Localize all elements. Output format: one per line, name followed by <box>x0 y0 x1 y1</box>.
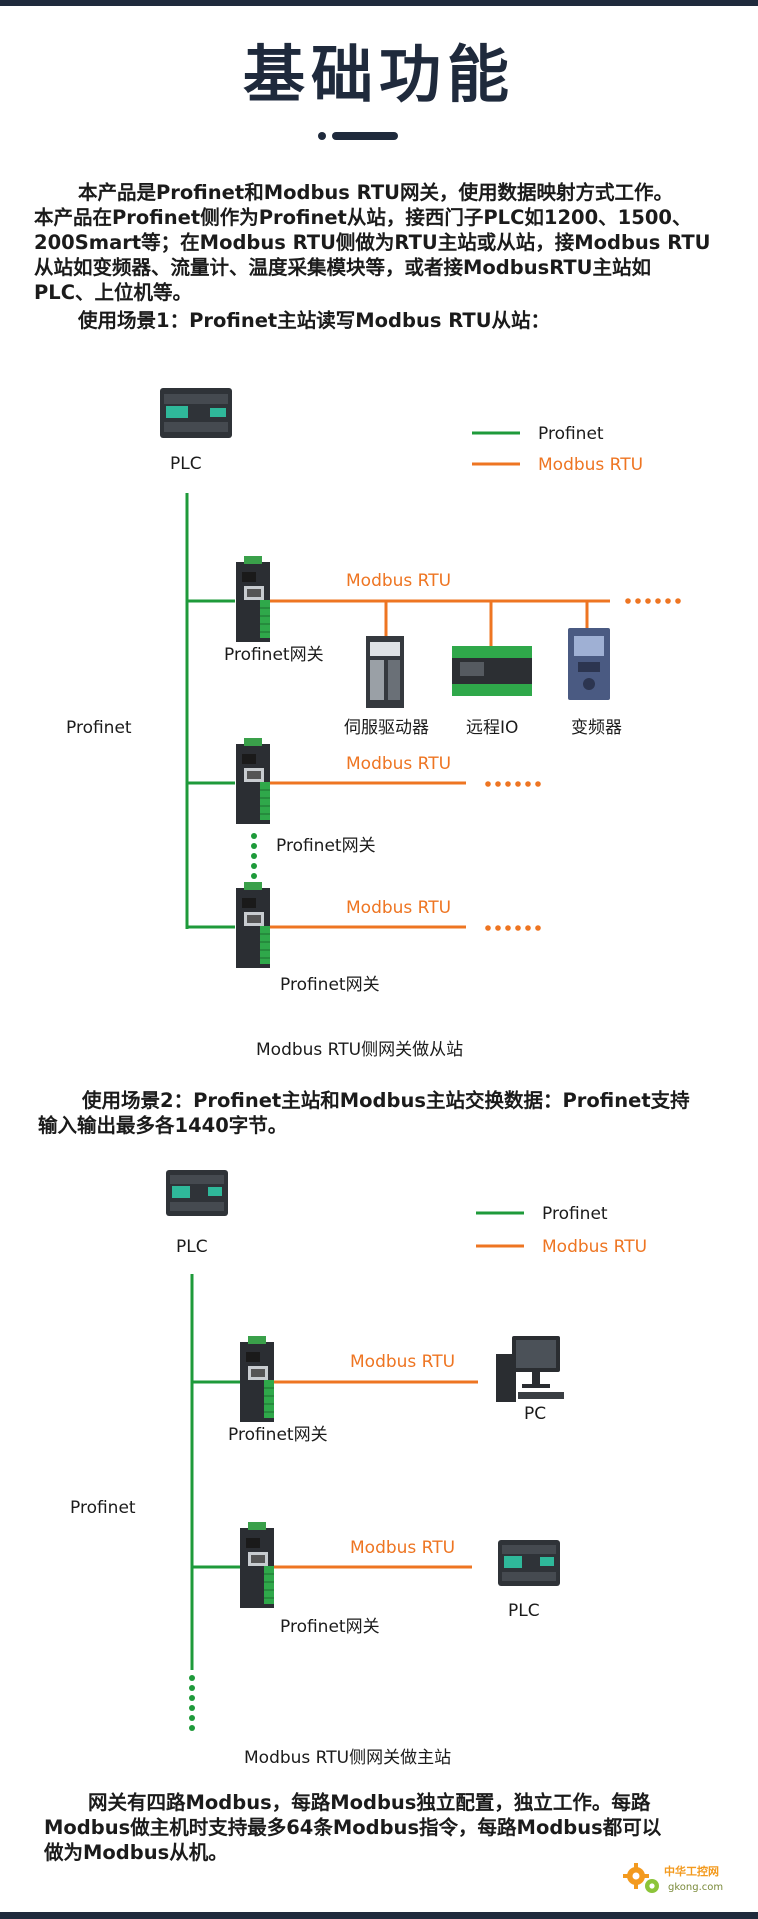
modbus-rtu-label: Modbus RTU <box>346 754 451 774</box>
legend-profinet-label: Profinet <box>542 1204 608 1224</box>
gateway-label: Profinet网关 <box>224 645 324 665</box>
gateway-icon <box>235 555 271 643</box>
outro-paragraph: 网关有四路Modbus，每路Modbus独立配置，独立工作。每路 Modbus做… <box>44 1790 661 1865</box>
diagram2-caption: Modbus RTU侧网关做主站 <box>244 1748 451 1768</box>
remote-io-icon <box>452 646 532 696</box>
profinet-bus-label: Profinet <box>70 1498 136 1518</box>
profinet-continuation-dots <box>189 1675 195 1731</box>
title-decoration-dot <box>318 132 326 140</box>
scenario1-heading: 使用场景1：Profinet主站读写Modbus RTU从站： <box>78 309 551 332</box>
plc-icon <box>498 1540 560 1586</box>
plc-label: PLC <box>176 1237 208 1257</box>
continuation-dots <box>485 925 541 931</box>
plc-icon <box>160 388 232 438</box>
legend-modbus-label: Modbus RTU <box>538 455 643 475</box>
scenario2-line: 输入输出最多各1440字节。 <box>38 1114 288 1137</box>
continuation-dots <box>625 598 681 604</box>
modbus-rtu-label: Modbus RTU <box>350 1352 455 1372</box>
diagram1-caption: Modbus RTU侧网关做从站 <box>256 1040 463 1060</box>
scenario1-diagram: Profinet Modbus RTU PLC Profinet Profine… <box>66 388 681 1060</box>
scenario2-paragraph: 使用场景2：Profinet主站和Modbus主站交换数据：Profinet支持… <box>38 1088 690 1138</box>
daisy-chain-dots <box>251 833 257 889</box>
profinet-bus-label: Profinet <box>66 718 132 738</box>
intro-line: 从站如变频器、流量计、温度采集模块等，或者接ModbusRTU主站如 <box>34 256 651 279</box>
intro-paragraph: 本产品是Profinet和Modbus RTU网关，使用数据映射方式工作。 本产… <box>34 180 710 333</box>
legend-profinet-label: Profinet <box>538 424 604 444</box>
outro-line: 做为Modbus从机。 <box>44 1841 228 1864</box>
top-border <box>0 0 758 6</box>
gateway-label: Profinet网关 <box>280 975 380 995</box>
servo-drive-icon <box>366 636 404 708</box>
outro-line: 网关有四路Modbus，每路Modbus独立配置，独立工作。每路 <box>88 1791 651 1814</box>
gateway-label: Profinet网关 <box>276 836 376 856</box>
modbus-rtu-label: Modbus RTU <box>350 1538 455 1558</box>
watermark-logo: 中华工控网 gkong.com <box>623 1863 723 1893</box>
intro-line: 本产品是Profinet和Modbus RTU网关，使用数据映射方式工作。 <box>78 181 673 204</box>
gateway-icon <box>239 1335 275 1423</box>
watermark-url: gkong.com <box>668 1882 723 1893</box>
bottom-border <box>0 1912 758 1919</box>
intro-line: 本产品在Profinet侧作为Profinet从站，接西门子PLC如1200、1… <box>34 206 692 229</box>
modbus-rtu-label: Modbus RTU <box>346 571 451 591</box>
gateway-label: Profinet网关 <box>228 1425 328 1445</box>
pc-icon <box>496 1336 564 1402</box>
plc-label: PLC <box>170 454 202 474</box>
remote-io-label: 远程IO <box>466 718 518 738</box>
gateway-icon <box>235 881 271 969</box>
gateway-icon <box>239 1521 275 1609</box>
intro-line: 200Smart等；在Modbus RTU侧做为RTU主站或从站，接Modbus… <box>34 231 711 254</box>
plc2-label: PLC <box>508 1601 540 1621</box>
gateway-label: Profinet网关 <box>280 1617 380 1637</box>
outro-line: Modbus做主机时支持最多64条Modbus指令，每路Modbus都可以 <box>44 1816 662 1839</box>
inverter-label: 变频器 <box>571 718 622 738</box>
scenario2-line: 使用场景2：Profinet主站和Modbus主站交换数据：Profinet支持 <box>82 1089 690 1112</box>
servo-label: 伺服驱动器 <box>344 718 429 738</box>
continuation-dots <box>485 781 541 787</box>
plc-icon <box>166 1170 228 1216</box>
legend-modbus-label: Modbus RTU <box>542 1237 647 1257</box>
title-decoration-bar <box>332 132 398 140</box>
scenario2-diagram: Profinet Modbus RTU PLC Profinet Profine… <box>70 1170 647 1768</box>
gateway-icon <box>235 737 271 825</box>
page-title: 基础功能 <box>242 38 515 111</box>
pc-label: PC <box>524 1404 546 1424</box>
intro-line: PLC、上位机等。 <box>34 281 193 304</box>
watermark-text: 中华工控网 <box>664 1864 719 1878</box>
inverter-icon <box>568 628 610 700</box>
gear-icon <box>623 1863 659 1893</box>
modbus-rtu-label: Modbus RTU <box>346 898 451 918</box>
